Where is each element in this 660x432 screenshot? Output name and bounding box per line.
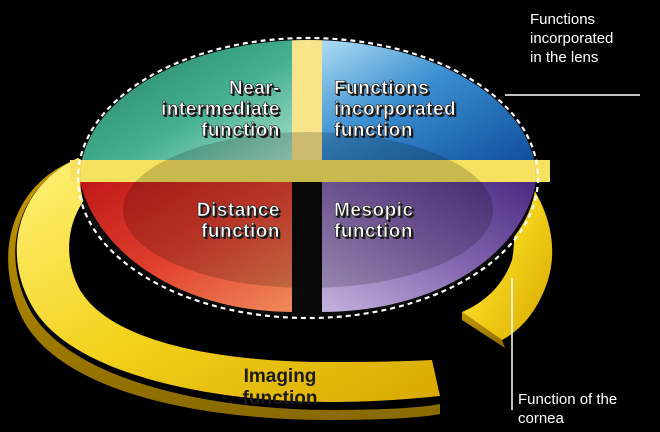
annotation-line: in the lens [530, 49, 599, 66]
annotation-line: Function of the [518, 391, 618, 408]
annotation-line: incorporated [530, 30, 614, 47]
lens-outline [76, 36, 540, 320]
label-line: function [201, 221, 280, 243]
quadrant-mesopic [322, 182, 536, 312]
label-line: Distance [196, 200, 280, 222]
label-line: function [242, 388, 318, 409]
label-distance: Distance function [120, 200, 280, 243]
label-line: function [334, 120, 413, 142]
annotation-line: cornea [518, 410, 564, 427]
label-functions-incorporated: Functions incorporated function [334, 78, 524, 142]
label-line: Near- [228, 78, 280, 100]
annotation-lens: Functions incorporated in the lens [530, 10, 655, 67]
label-line: incorporated [334, 99, 457, 121]
label-mesopic: Mesopic function [334, 200, 494, 243]
label-line: Imaging [243, 366, 317, 387]
quadrant-near-intermediate [80, 40, 292, 160]
label-imaging-function: Imaging function [200, 366, 360, 410]
label-near-intermediate: Near- intermediate function [110, 78, 280, 142]
annotation-cornea: Function of the cornea [518, 390, 658, 428]
lens-disc [80, 40, 536, 316]
annotation-line: Functions [530, 11, 596, 28]
label-line: Functions [334, 78, 430, 100]
quadrant-distance [80, 182, 292, 312]
label-line: function [334, 221, 413, 243]
label-line: intermediate [161, 99, 280, 121]
label-line: Mesopic [334, 200, 414, 222]
quadrant-functions-incorporated [322, 40, 536, 160]
label-line: function [201, 120, 280, 142]
